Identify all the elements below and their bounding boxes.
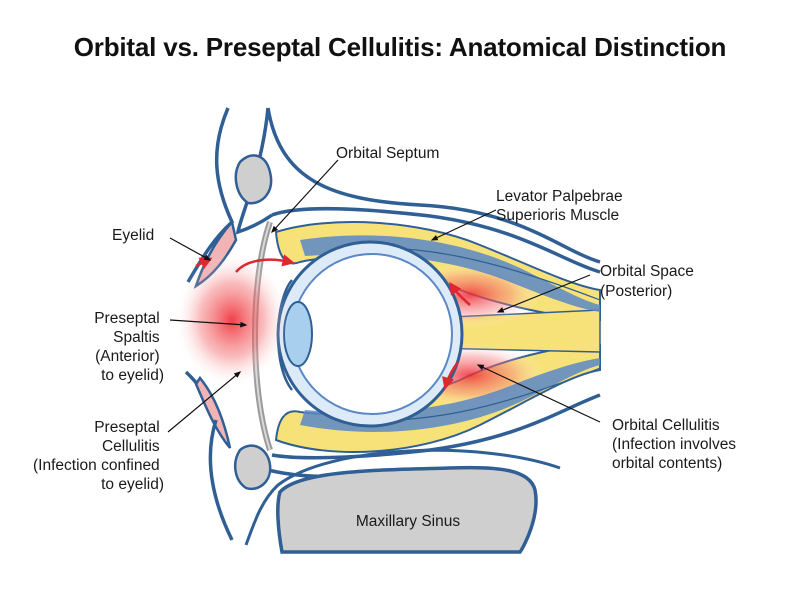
preseptal-infection [174,252,290,388]
label-preseptal-cellulitis: Preseptal Cellulitis (Infection confined… [33,419,164,493]
eyelid-infection-arrow [195,257,213,269]
leader-orbital-septum [271,159,339,234]
maxillary-sinus [276,465,538,554]
leader-levator [430,209,497,241]
leader-preseptal-cellulitis [167,371,242,433]
leader-preseptal-space [169,319,248,328]
label-levator: Levator Palpebrae Superioris Muscle [496,188,627,224]
upper-rim-bone [234,154,273,205]
globe-interior [291,253,453,415]
orbital-roof [266,107,601,264]
label-preseptal-space: Preseptal Spaltis (Anterior) to eyelid) [94,310,164,384]
label-orbital-septum: Orbital Septum [336,145,439,162]
leader-orbital-space [496,274,591,313]
label-orbital-space: Orbital Space (Posterior) [600,263,698,300]
leader-eyelid [169,237,212,261]
lower-rim-bone [233,444,272,491]
preseptal-spread-arrow [235,254,295,273]
label-orbital-cellulitis: Orbital Cellulitis (Infection involves o… [612,417,740,472]
leader-orbital-cellulitis [476,364,601,423]
lower-eyelid-skin [194,375,232,449]
orbital-roof-inner [271,206,601,274]
sinus-outer-line [244,448,561,546]
orbital-upper-arrow [449,281,471,306]
label-maxillary-sinus: Maxillary Sinus [356,513,460,530]
diagram-title: Orbital vs. Preseptal Cellulitis: Anatom… [73,32,727,62]
upper-orbital-rim [235,107,274,235]
lower-skin-outline [208,419,234,541]
label-eyelid: Eyelid [112,227,154,244]
orbital-lower-arrow [442,361,460,390]
